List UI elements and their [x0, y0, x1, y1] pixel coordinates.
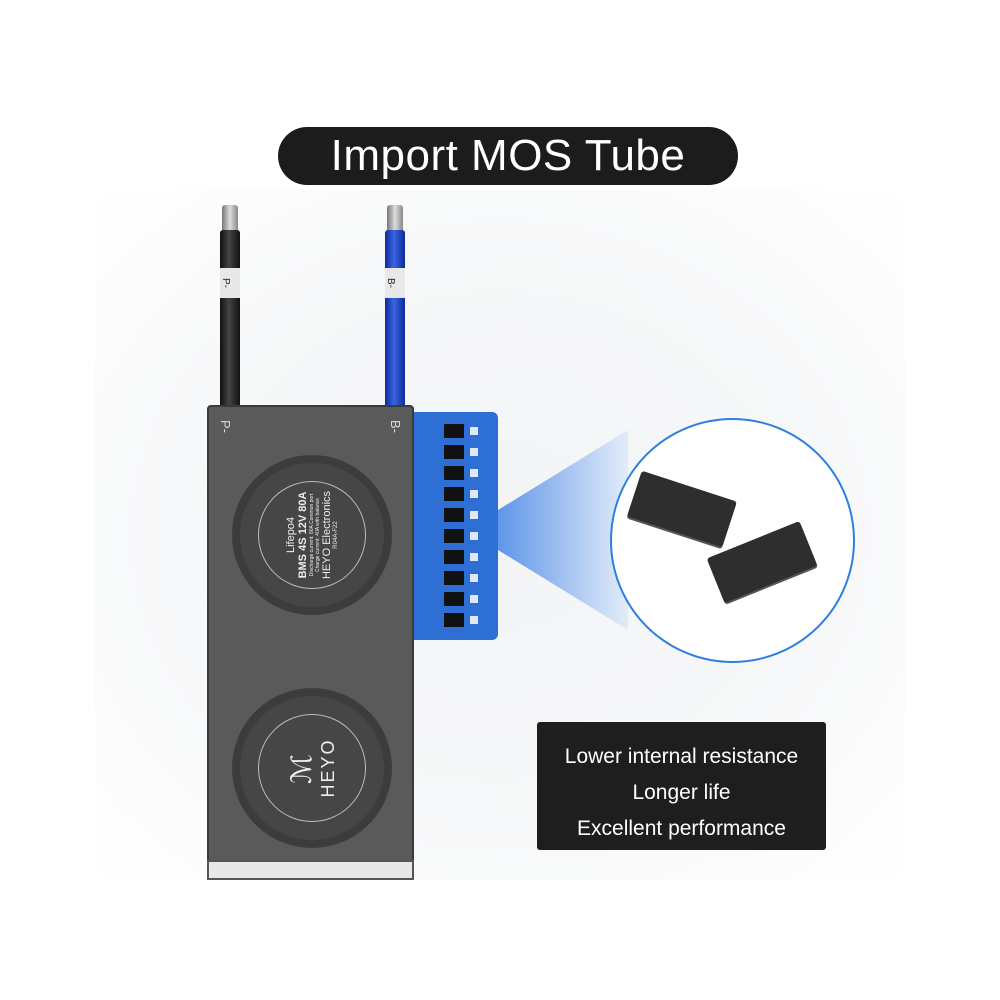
balance-pin	[444, 466, 464, 480]
mos-zoom-circle	[610, 418, 855, 663]
title-banner: Import MOS Tube	[278, 127, 738, 185]
heatsink-fan-label: Lifepo4 BMS 4S 12V 80A Discharge current…	[232, 455, 392, 615]
solder-pad	[470, 616, 478, 624]
solder-pad	[470, 469, 478, 477]
p-cable	[220, 230, 240, 410]
feature-item: Longer life	[632, 781, 731, 804]
balance-pin	[444, 613, 464, 627]
p-cable-label: P-	[220, 268, 240, 298]
balance-pin	[444, 487, 464, 501]
balance-pin	[444, 592, 464, 606]
board-bottom-connector	[207, 860, 414, 880]
model: R04A-F22	[333, 521, 339, 549]
heatsink-fan-logo: ℳ HEYO	[232, 688, 392, 848]
b-label: B-	[388, 420, 403, 433]
heyo-logo-icon: ℳ	[286, 752, 317, 784]
spec: BMS 4S 12V 80A	[297, 491, 309, 579]
b-cable	[385, 230, 405, 410]
brand: HEYO Electronics	[321, 490, 333, 580]
balance-connector-pcb	[414, 412, 498, 640]
feature-item: Excellent performance	[577, 817, 786, 840]
mos-chip-icon	[627, 470, 737, 548]
solder-pad	[470, 532, 478, 540]
balance-pin	[444, 508, 464, 522]
solder-pad	[470, 448, 478, 456]
solder-pad	[470, 553, 478, 561]
features-box: Lower internal resistance Longer life Ex…	[537, 722, 826, 850]
feature-item: Lower internal resistance	[564, 745, 799, 768]
solder-pad	[470, 574, 478, 582]
balance-pin	[444, 529, 464, 543]
logo-text: HEYO	[318, 738, 338, 798]
balance-pin	[444, 445, 464, 459]
solder-pad	[470, 511, 478, 519]
chemistry: Lifepo4	[285, 516, 297, 554]
balance-pin	[444, 571, 464, 585]
solder-pad	[470, 595, 478, 603]
balance-pin	[444, 550, 464, 564]
b-terminal-tip	[387, 205, 403, 233]
solder-pad	[470, 427, 478, 435]
balance-pin	[444, 424, 464, 438]
p-label: P-	[218, 420, 233, 433]
b-cable-label: B-	[385, 268, 405, 298]
p-terminal-tip	[222, 205, 238, 233]
solder-pad	[470, 490, 478, 498]
